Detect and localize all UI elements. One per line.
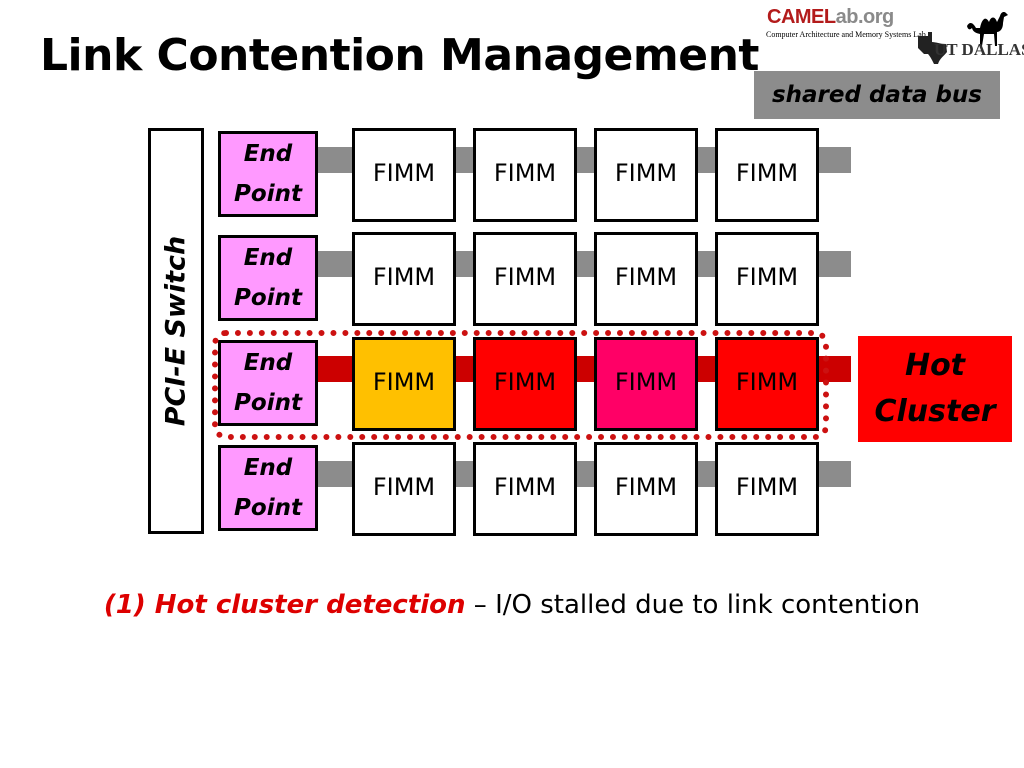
camel-lab-logo: CAMELab.org [767,6,894,28]
hot-cluster-label: Hot Cluster [858,336,1012,442]
fimm-module: FIMM [352,128,456,222]
hot-cluster-highlight [212,330,829,440]
fimm-module: FIMM [715,232,819,326]
caption-text: – I/O stalled due to link contention [465,590,921,620]
shared-data-bus-label: shared data bus [754,71,1000,119]
caption-emphasis: (1) Hot cluster detection [103,590,466,620]
fimm-module: FIMM [352,337,456,431]
fimm-module: FIMM [715,337,819,431]
fimm-module: FIMM [594,232,698,326]
logo-area: CAMELab.org Computer Architecture and Me… [764,4,1024,68]
fimm-module: FIMM [473,337,577,431]
caption: (1) Hot cluster detection – I/O stalled … [0,590,1024,620]
lab-name: Computer Architecture and Memory Systems… [766,30,926,39]
fimm-module: FIMM [594,128,698,222]
fimm-module: FIMM [715,128,819,222]
pcie-switch: PCI-E Switch [148,128,204,534]
end-point: End Point [218,131,318,217]
fimm-module: FIMM [352,232,456,326]
university-logo: UT DALLAS [934,40,1024,59]
fimm-module: FIMM [473,232,577,326]
slide-title: Link Contention Management [40,30,759,81]
fimm-module: FIMM [473,128,577,222]
camel-icon [967,12,1008,46]
fimm-module: FIMM [473,442,577,536]
end-point: End Point [218,340,318,426]
fimm-module: FIMM [594,337,698,431]
end-point: End Point [218,445,318,531]
texas-map-icon [918,32,947,64]
fimm-module: FIMM [594,442,698,536]
fimm-module: FIMM [715,442,819,536]
end-point: End Point [218,235,318,321]
fimm-module: FIMM [352,442,456,536]
pcie-switch-label: PCI-E Switch [160,235,192,427]
